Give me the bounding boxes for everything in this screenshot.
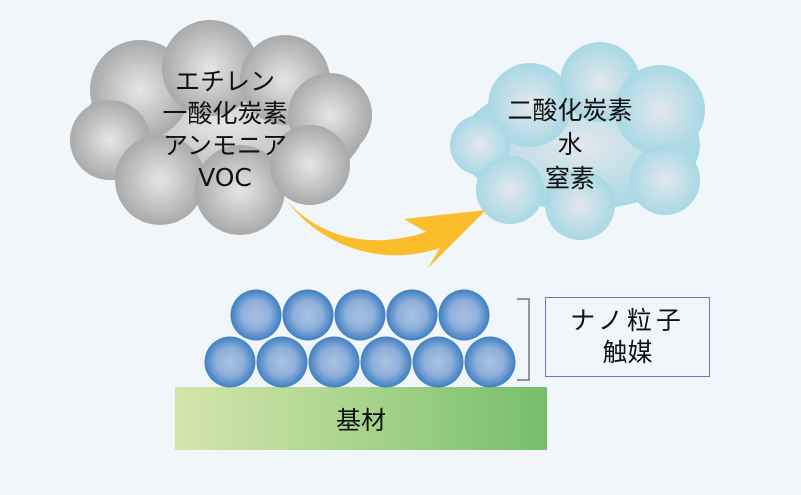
nanoparticle-layer [204, 289, 516, 388]
substrate [175, 387, 547, 450]
product-item: 水 [557, 130, 583, 159]
reaction-arrow [286, 200, 486, 268]
product-item: 窒素 [544, 164, 595, 193]
substrate-label: 基材 [335, 405, 386, 435]
nanoparticle [464, 336, 516, 388]
nanoparticle [230, 289, 282, 341]
nanoparticle [308, 336, 360, 388]
catalyst-label-line1: ナノ粒子 [570, 306, 685, 335]
product-cloud [450, 42, 705, 240]
nanoparticle [204, 336, 256, 388]
catalyst-label-box: ナノ粒子 触媒 [545, 297, 710, 377]
catalyst-label-line2: 触媒 [602, 338, 653, 367]
pollutant-item: VOC [198, 163, 252, 192]
nanoparticle [438, 289, 490, 341]
nanoparticle [256, 336, 308, 388]
product-item: 二酸化炭素 [507, 96, 633, 125]
nanoparticle [360, 336, 412, 388]
product-list: 二酸化炭素 水 窒素 [490, 94, 650, 196]
nanoparticle [282, 289, 334, 341]
nanoparticle [386, 289, 438, 341]
pollutant-item: エチレン [174, 67, 275, 96]
pollutant-cloud [70, 20, 372, 235]
pollutant-item: 一酸化炭素 [162, 99, 288, 128]
nanoparticle [334, 289, 386, 341]
pollutant-item: アンモニア [162, 131, 287, 160]
catalyst-bracket [517, 298, 530, 381]
pollutant-list: エチレン 一酸化炭素 アンモニア VOC [115, 66, 335, 194]
nanoparticle [412, 336, 464, 388]
